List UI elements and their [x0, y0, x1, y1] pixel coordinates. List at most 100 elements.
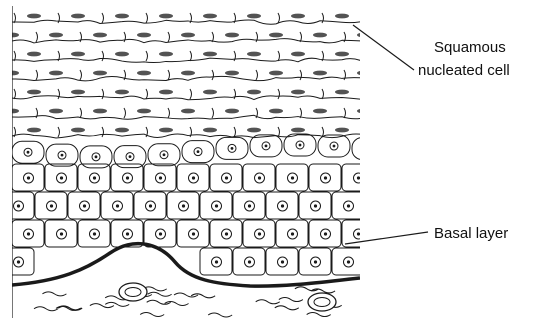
cell-nucleolus	[93, 232, 96, 235]
cell-nucleolus	[116, 204, 119, 207]
cell-nucleolus	[197, 150, 200, 153]
squamous-nucleus	[225, 71, 239, 76]
squamous-cell-divider	[102, 127, 104, 137]
cell-nucleolus	[347, 204, 350, 207]
squamous-cell-divider	[80, 108, 82, 118]
squamous-nucleus	[357, 71, 371, 76]
squamous-nucleus	[335, 128, 349, 133]
squamous-cell-boundary	[12, 115, 364, 119]
squamous-cell-divider	[190, 13, 192, 23]
squamous-cell-divider	[36, 32, 38, 42]
cell-nucleolus	[159, 176, 162, 179]
squamous-nucleus	[159, 128, 173, 133]
squamous-cell-divider	[102, 13, 104, 23]
connective-fiber	[256, 300, 280, 304]
cell-nucleolus	[27, 151, 30, 154]
squamous-cell-divider	[234, 13, 236, 23]
basal-cell-layer	[2, 164, 374, 275]
squamous-nucleus	[335, 52, 349, 57]
connective-fiber	[275, 306, 299, 310]
cell-nucleolus	[357, 176, 360, 179]
squamous-cell-divider	[322, 51, 324, 61]
squamous-cell-divider	[124, 108, 126, 118]
squamous-cell-divider	[344, 32, 346, 42]
squamous-nucleus	[71, 90, 85, 95]
squamous-cell-divider	[344, 108, 346, 118]
cell-nucleolus	[163, 153, 166, 156]
cell-nucleolus	[281, 260, 284, 263]
squamous-label-line1: Squamous	[434, 39, 506, 56]
squamous-cell-divider	[300, 32, 302, 42]
squamous-nucleus	[27, 128, 41, 133]
squamous-nucleus	[247, 128, 261, 133]
squamous-nucleus	[335, 90, 349, 95]
connective-fiber	[191, 294, 215, 298]
squamous-cell-divider	[190, 89, 192, 99]
squamous-cell-divider	[300, 70, 302, 80]
connective-fiber	[279, 298, 303, 302]
squamous-cell-divider	[300, 108, 302, 118]
cell-nucleolus	[95, 155, 98, 158]
squamous-cell-divider	[14, 89, 16, 99]
squamous-cell-divider	[146, 51, 148, 61]
squamous-nucleus	[269, 71, 283, 76]
cell-nucleolus	[60, 232, 63, 235]
cell-nucleolus	[248, 204, 251, 207]
cell-nucleolus	[192, 176, 195, 179]
squamous-cell-divider	[212, 32, 214, 42]
intermediate-cell-layer	[12, 134, 384, 168]
squamous-cell-divider	[256, 70, 258, 80]
squamous-nucleus	[159, 52, 173, 57]
cell-nucleolus	[347, 260, 350, 263]
cell-nucleolus	[27, 232, 30, 235]
squamous-cell-divider	[322, 89, 324, 99]
squamous-nucleus	[313, 33, 327, 38]
squamous-nucleus	[291, 90, 305, 95]
squamous-cell-divider	[14, 51, 16, 61]
squamous-cell-divider	[256, 108, 258, 118]
squamous-nucleus	[313, 71, 327, 76]
connective-fiber	[105, 302, 129, 306]
squamous-label-line2: nucleated cell	[418, 62, 510, 79]
squamous-nucleus	[313, 109, 327, 114]
squamous-cell-divider	[278, 89, 280, 99]
cell-nucleolus	[225, 176, 228, 179]
squamous-nucleus	[49, 71, 63, 76]
connective-fiber	[34, 307, 58, 311]
squamous-cell-divider	[212, 108, 214, 118]
squamous-cell-boundary	[12, 76, 364, 80]
cell-nucleolus	[291, 176, 294, 179]
cell-nucleus	[364, 145, 372, 153]
squamous-cell-divider	[58, 51, 60, 61]
connective-fiber	[90, 304, 114, 308]
squamous-nucleus	[247, 52, 261, 57]
squamous-leader-line	[353, 25, 414, 70]
connective-fiber	[208, 313, 232, 317]
connective-fiber	[148, 292, 172, 296]
squamous-cell-boundary	[12, 96, 364, 100]
cell-nucleolus	[129, 155, 132, 158]
squamous-nucleus	[291, 14, 305, 19]
squamous-cell-divider	[168, 70, 170, 80]
squamous-nucleus	[71, 14, 85, 19]
squamous-cell-divider	[36, 108, 38, 118]
squamous-cell-divider	[168, 108, 170, 118]
squamous-cell-divider	[234, 127, 236, 137]
squamous-nucleus	[137, 109, 151, 114]
cell-nucleolus	[215, 260, 218, 263]
squamous-cell-divider	[14, 13, 16, 23]
squamous-nucleus	[49, 109, 63, 114]
cell-nucleolus	[324, 176, 327, 179]
squamous-cell-divider	[58, 13, 60, 23]
squamous-nucleus	[115, 128, 129, 133]
intermediate-cell	[352, 138, 384, 160]
squamous-cell-divider	[278, 127, 280, 137]
squamous-nucleus	[159, 90, 173, 95]
squamous-nucleus	[115, 90, 129, 95]
squamous-nucleus	[225, 109, 239, 114]
squamous-nucleus	[93, 33, 107, 38]
cell-nucleolus	[258, 176, 261, 179]
squamous-nucleus	[27, 14, 41, 19]
squamous-cell-divider	[190, 127, 192, 137]
squamous-nucleus	[181, 33, 195, 38]
